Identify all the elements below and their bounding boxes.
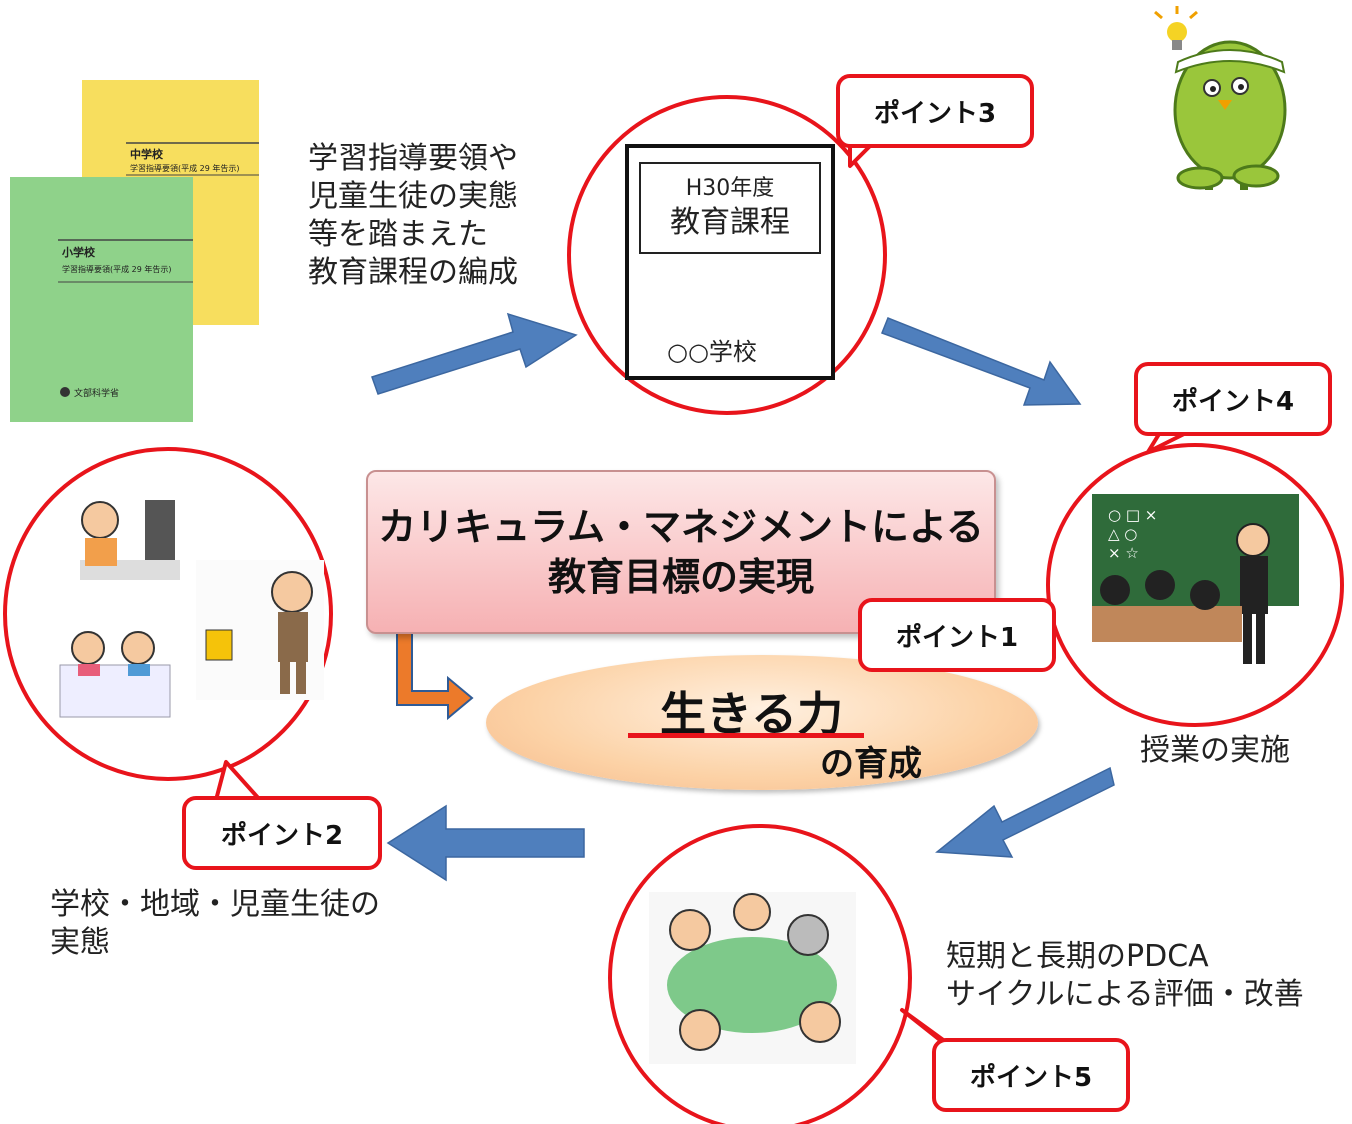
curriculum-description: 学習指導要領や 児童生徒の実態 等を踏まえた 教育課程の編成 xyxy=(308,141,518,290)
curriculum-title: 教育課程 xyxy=(670,205,790,240)
student-computer xyxy=(81,501,119,539)
callout-point-1: ポイント1 xyxy=(858,598,1056,672)
point-circles xyxy=(3,95,1344,1124)
guidebook-images xyxy=(10,80,259,422)
context-label: 学校・地域・児童生徒の 実態 xyxy=(50,887,380,960)
main-title-line2: 教育目標の実現 xyxy=(547,555,814,599)
teacher xyxy=(1236,523,1270,557)
arrow-to-curriculum xyxy=(371,312,578,395)
curriculum-year: H30年度 xyxy=(685,176,775,201)
callout-point-2: ポイント2 xyxy=(182,796,382,870)
context-circle xyxy=(3,447,333,781)
student-girl xyxy=(71,631,105,665)
curriculum-book: H30年度 教育課程 ○○学校 xyxy=(625,144,835,380)
ikiru-chikara-ellipse xyxy=(486,655,1038,790)
evaluation-circle xyxy=(608,824,912,1124)
mascot-character xyxy=(1154,6,1287,190)
student-2 xyxy=(1145,570,1175,600)
callout-point-5: ポイント5 xyxy=(932,1038,1130,1112)
p2-tail xyxy=(214,760,262,802)
main-title-line1: カリキュラム・マネジメントによる xyxy=(378,505,984,549)
lesson-label: 授業の実施 xyxy=(1140,733,1290,768)
meeting-illustration xyxy=(649,892,856,1064)
pdca-label: 短期と長期のPDCA サイクルによる評価・改善 xyxy=(946,939,1304,1012)
computer-monitor xyxy=(145,500,175,570)
elementary-guidebook-subtitle: 学習指導要領(平成 29 年告示) xyxy=(62,265,172,274)
student-1 xyxy=(1100,575,1130,605)
callout-point-4: ポイント4 xyxy=(1134,362,1332,436)
context-illustrations xyxy=(59,500,324,718)
callout-point-3: ポイント3 xyxy=(836,74,1034,148)
ikiru-underline xyxy=(628,733,864,738)
orange-elbow-arrow xyxy=(396,619,474,721)
middle-guidebook-subtitle: 学習指導要領(平成 29 年告示) xyxy=(130,164,240,173)
arrow-to-evaluation xyxy=(935,766,1115,858)
curriculum-school: ○○学校 xyxy=(667,338,757,366)
guidebook-publisher: 文部科学省 xyxy=(74,389,120,399)
arrow-to-context xyxy=(386,804,585,882)
curriculum-circle xyxy=(567,95,887,415)
lesson-circle xyxy=(1046,443,1344,727)
crossing-flag xyxy=(205,629,233,661)
lightbulb-icon xyxy=(1167,22,1187,42)
ikiru-chikara-text: 生きる力 xyxy=(660,687,844,741)
meeting-table xyxy=(667,937,837,1033)
lesson-illustration xyxy=(1092,494,1299,664)
curriculum-book-label: H30年度 教育課程 xyxy=(639,162,821,254)
student-3 xyxy=(1190,580,1220,610)
mext-logo-icon xyxy=(60,387,70,397)
blackboard-symbols: ○ □ × △ ○ × ☆ xyxy=(1108,506,1158,562)
elementary-school-guidebook xyxy=(10,177,193,422)
crossing-guard xyxy=(271,571,313,613)
student-boy xyxy=(121,631,155,665)
flow-arrows xyxy=(371,312,1115,882)
arrow-to-lesson xyxy=(881,317,1082,406)
ikusei-text: の育成 xyxy=(820,744,922,784)
elementary-guidebook-title: 小学校 xyxy=(62,246,95,259)
middle-guidebook-title: 中学校 xyxy=(130,148,163,161)
